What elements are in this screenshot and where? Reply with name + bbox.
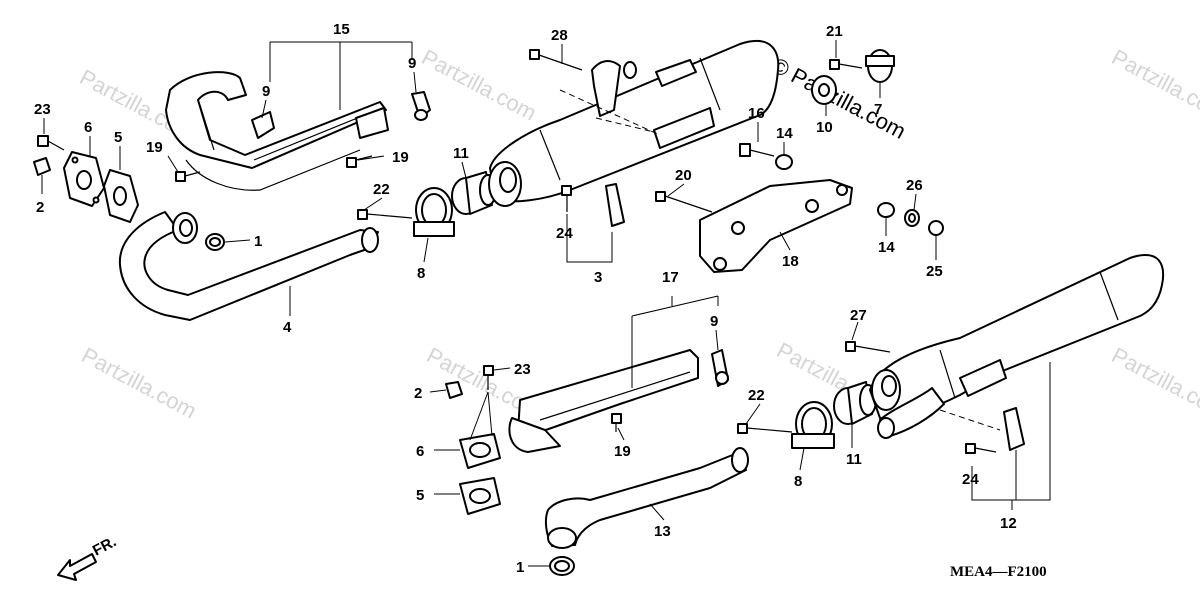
part-28-bolt (529, 49, 583, 71)
callout-24: 24 (556, 225, 573, 242)
callout-18: 18 (782, 253, 799, 270)
part-23-bolt-lower (483, 365, 494, 390)
leader-lines (41, 40, 1051, 567)
part-9-clip-lower (711, 349, 729, 387)
part-5-gasket-lower (459, 477, 501, 515)
part-19-bolt-right (346, 155, 373, 168)
callout-10: 10 (816, 119, 833, 136)
front-label: FR. (90, 533, 119, 559)
part-18-bracket (699, 179, 853, 273)
part-23-bolt (37, 135, 65, 151)
part-4-exhaust-pipe (118, 211, 379, 321)
part-25-nut (928, 220, 944, 236)
diagram-code: MEA4—F2100 (950, 564, 1047, 580)
part-9-clip-muffler-upper (605, 183, 625, 227)
part-20-bolt (655, 191, 713, 213)
watermark-faint: Partzilla.com (1108, 342, 1200, 423)
callout-7: 7 (874, 101, 882, 118)
callout-17: 17 (662, 269, 679, 286)
callout-4: 4 (283, 319, 292, 336)
part-2-nut-lower (445, 381, 463, 399)
part-22-bolt-lower (737, 423, 793, 434)
part-1-gasket-ring (205, 233, 225, 251)
part-27-bolt (845, 341, 891, 353)
watermark-faint: Partzilla.com (78, 342, 201, 423)
part-24-bolt-upper (561, 185, 572, 212)
front-direction-indicator: FR. (57, 533, 119, 581)
part-12-muffler-lower (869, 254, 1165, 439)
part-16-bolt (739, 143, 775, 157)
part-14-nut-lower (877, 202, 895, 218)
part-8-clamp-lower (791, 401, 835, 449)
callout-15: 15 (333, 21, 350, 38)
part-11-gasket-upper (451, 171, 497, 215)
callout-16: 16 (748, 105, 765, 122)
callout-2: 2 (36, 199, 44, 216)
part-19-bolt-left (175, 171, 201, 182)
callout-8: 8 (417, 265, 425, 282)
watermark-text: Partzilla.com (787, 63, 910, 144)
callout-9: 9 (262, 83, 270, 100)
callout-27: 27 (850, 307, 867, 324)
callout-5: 5 (114, 129, 122, 146)
part-21-bolt (829, 59, 863, 70)
watermark-faint: Partzilla.com (1108, 44, 1200, 125)
part-6-flange-lower (459, 433, 501, 469)
part-3-muffler-upper (488, 39, 780, 207)
callout-3: 3 (594, 269, 602, 286)
part-1-gasket-ring-lower (549, 556, 575, 576)
part-5-gasket (103, 169, 139, 223)
callout-1: 1 (516, 559, 524, 576)
callout-9: 9 (408, 55, 416, 72)
part-9-clip-upper-left (251, 111, 275, 139)
part-11-gasket-lower (833, 381, 877, 425)
part-9-clip-upper-right (411, 91, 431, 121)
callout-22: 22 (373, 181, 390, 198)
part-17-heat-shield (508, 349, 699, 453)
callout-21: 21 (826, 23, 843, 40)
watermark-faint: Partzilla.com (418, 44, 541, 125)
part-26-washer (904, 209, 920, 227)
callout-19: 19 (614, 443, 631, 460)
callout-5: 5 (416, 487, 424, 504)
part-2-nut (33, 157, 51, 176)
callout-26: 26 (906, 177, 923, 194)
callout-9: 9 (710, 313, 718, 330)
callout-25: 25 (926, 263, 943, 280)
callout-2: 2 (414, 385, 422, 402)
callout-28: 28 (551, 27, 568, 44)
callout-19: 19 (392, 149, 409, 166)
callout-13: 13 (654, 523, 671, 540)
callout-11: 11 (846, 451, 862, 468)
callout-6: 6 (416, 443, 424, 460)
callout-19: 19 (146, 139, 163, 156)
callout-1: 1 (254, 233, 262, 250)
part-7-clamp (865, 49, 895, 83)
part-14-nut-upper (775, 154, 793, 170)
callout-14: 14 (878, 239, 895, 256)
part-10-bushing (811, 75, 837, 105)
callout-22: 22 (748, 387, 765, 404)
part-24-bolt-lower (965, 443, 997, 454)
part-15-heat-shield (165, 71, 389, 191)
callout-numbers: 15 9 9 23 6 5 2 19 19 1 4 22 8 11 28 24 … (34, 21, 1017, 576)
callout-8: 8 (794, 473, 802, 490)
part-13-exhaust-pipe (544, 447, 749, 549)
callout-24: 24 (962, 471, 979, 488)
part-9-clip-muffler-lower (1003, 407, 1025, 451)
callout-23: 23 (34, 101, 51, 118)
part-8-clamp-upper (413, 187, 455, 237)
callout-11: 11 (453, 145, 469, 162)
callout-20: 20 (675, 167, 692, 184)
callout-14: 14 (776, 125, 793, 142)
callout-6: 6 (84, 119, 92, 136)
callout-12: 12 (1000, 515, 1017, 532)
part-22-bolt-upper (357, 209, 413, 220)
part-19-bolt-lower (611, 413, 622, 432)
part-6-flange (63, 151, 105, 207)
callout-23: 23 (514, 361, 531, 378)
